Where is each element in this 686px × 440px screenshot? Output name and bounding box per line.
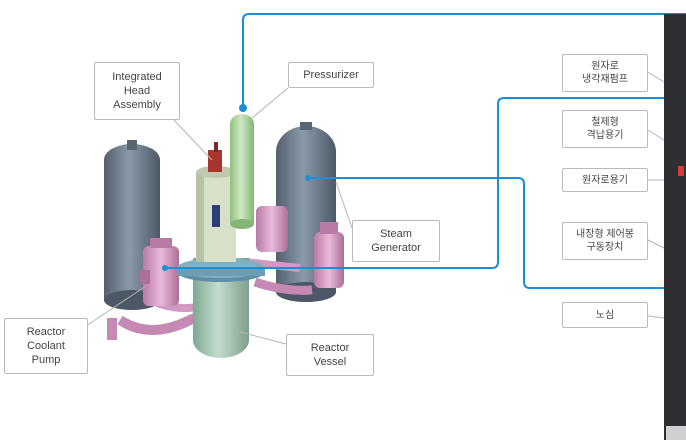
connector-pressurizer xyxy=(242,13,686,108)
pressurizer xyxy=(230,114,254,229)
label-kr-reactor-vessel: 원자로용기 xyxy=(562,168,648,192)
reactor-coolant-pump-front xyxy=(140,238,179,306)
connector-dots xyxy=(162,104,311,271)
reactor-coolant-pump-back xyxy=(256,206,344,288)
reactor-vessel xyxy=(177,258,265,358)
integrated-head-assembly xyxy=(196,142,236,262)
label-kr-control-rod-drive: 내장형 제어봉 구동장치 xyxy=(562,222,648,260)
leader-reactor-vessel xyxy=(239,331,287,345)
panel-footer-tab xyxy=(666,426,686,440)
leader-pressurizer xyxy=(251,87,289,119)
connector-steam-generator xyxy=(308,177,686,289)
reactor-cross-section-panel xyxy=(664,14,686,440)
label-integrated-head-assembly: Integrated Head Assembly xyxy=(94,62,180,120)
red-marker xyxy=(678,166,684,176)
leader-kr-core xyxy=(647,315,665,319)
leader-lines xyxy=(85,71,665,345)
leader-integrated-head xyxy=(171,117,213,161)
connector-pump xyxy=(165,97,686,269)
label-reactor-coolant-pump: Reactor Coolant Pump xyxy=(4,318,88,374)
label-kr-coolant-pump: 원자로 냉각재펌프 xyxy=(562,54,648,92)
leader-kr-crdm xyxy=(647,239,665,249)
leader-steam-generator xyxy=(335,181,353,229)
blue-connectors xyxy=(165,13,686,289)
label-steam-generator: Steam Generator xyxy=(352,220,440,262)
leader-kr-containment xyxy=(647,129,665,141)
label-kr-core: 노심 xyxy=(562,302,648,328)
leader-coolant-pump xyxy=(85,285,147,327)
leader-kr-pump xyxy=(647,71,665,83)
label-pressurizer: Pressurizer xyxy=(288,62,374,88)
label-kr-containment: 철제형 격납용기 xyxy=(562,110,648,148)
label-reactor-vessel: Reactor Vessel xyxy=(286,334,374,376)
